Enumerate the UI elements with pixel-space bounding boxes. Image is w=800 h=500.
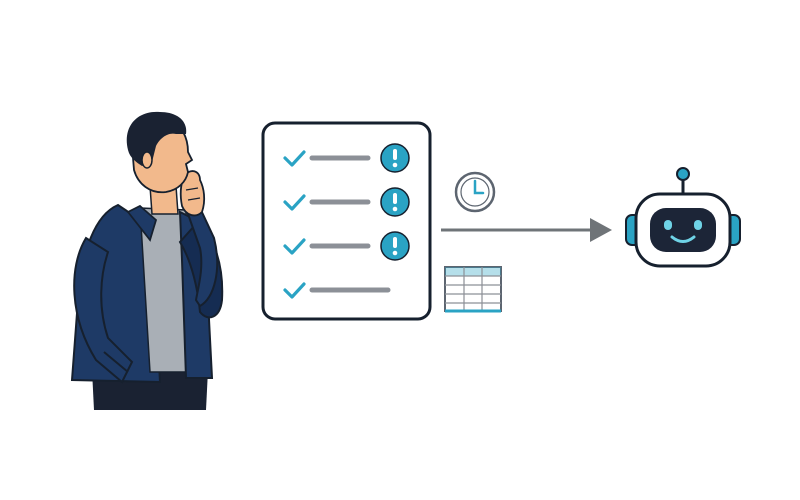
checklist-item <box>283 231 410 261</box>
person-ear <box>141 151 153 169</box>
arrow-right-icon <box>441 218 612 242</box>
person-hair <box>126 111 187 166</box>
person-left-arm <box>73 236 134 384</box>
spreadsheet-icon <box>444 266 502 313</box>
alert-icon <box>380 187 410 217</box>
checklist-item <box>283 187 410 217</box>
person-pocket <box>103 351 129 373</box>
alert-icon <box>380 143 410 173</box>
thinking-person-icon <box>70 111 224 410</box>
checklist-item <box>283 143 410 173</box>
checkmark-icon <box>283 282 306 299</box>
checklist-icon <box>261 121 432 321</box>
person-hand <box>179 170 206 217</box>
checkmark-icon <box>283 238 306 255</box>
robot-icon <box>625 167 741 268</box>
person-fingers <box>185 187 201 201</box>
alert-icon <box>380 231 410 261</box>
checkmark-icon <box>283 194 306 211</box>
checkmark-icon <box>283 150 306 167</box>
person-collar <box>126 204 158 242</box>
clock-icon <box>454 171 496 213</box>
checklist-card <box>261 121 432 321</box>
checklist-rows <box>283 143 410 299</box>
checklist-item <box>283 282 391 299</box>
